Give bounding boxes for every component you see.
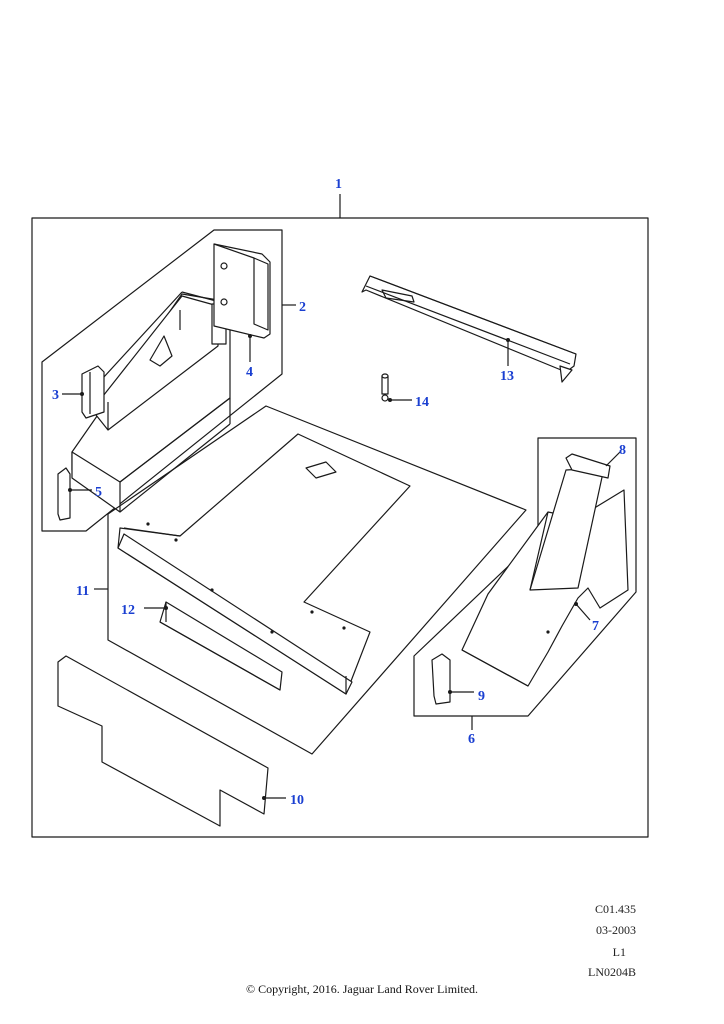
part-10-panel bbox=[57, 655, 269, 827]
callout-13[interactable]: 13 bbox=[500, 369, 514, 384]
part-12-strip bbox=[159, 601, 283, 691]
part-9-trim bbox=[431, 653, 451, 705]
callout-1[interactable]: 1 bbox=[335, 177, 342, 192]
reference-level: L1 bbox=[612, 945, 626, 959]
group-6-outline bbox=[413, 437, 637, 717]
callout-11[interactable]: 11 bbox=[76, 584, 89, 599]
callout-9[interactable]: 9 bbox=[478, 689, 485, 704]
callout-3[interactable]: 3 bbox=[52, 388, 59, 403]
part-14-bolt bbox=[381, 373, 389, 402]
part-5-trim bbox=[57, 467, 71, 521]
part-13-rail bbox=[361, 275, 577, 383]
callout-14[interactable]: 14 bbox=[415, 395, 429, 410]
copyright-notice: © Copyright, 2016. Jaguar Land Rover Lim… bbox=[245, 982, 479, 996]
leader-7 bbox=[575, 603, 591, 621]
part-11-floor bbox=[117, 433, 411, 695]
part-3-bracket bbox=[81, 365, 105, 419]
callout-7[interactable]: 7 bbox=[592, 619, 599, 634]
reference-date: 03-2003 bbox=[596, 923, 636, 937]
group-11-outline bbox=[107, 405, 527, 755]
callout-8[interactable]: 8 bbox=[619, 443, 626, 458]
callout-4[interactable]: 4 bbox=[246, 365, 253, 380]
callout-10[interactable]: 10 bbox=[290, 793, 304, 808]
callout-5[interactable]: 5 bbox=[95, 485, 102, 500]
part-7-arch bbox=[461, 467, 629, 687]
part-8-bracket bbox=[565, 453, 611, 479]
part-4-panel bbox=[213, 243, 271, 339]
reference-code: C01.435 bbox=[594, 902, 636, 916]
group-2-outline bbox=[41, 229, 283, 532]
callout-2[interactable]: 2 bbox=[299, 300, 306, 315]
leader-8 bbox=[605, 451, 621, 467]
callout-6[interactable]: 6 bbox=[468, 732, 475, 747]
illustration-number: LN0204B bbox=[588, 965, 636, 979]
callout-12[interactable]: 12 bbox=[121, 603, 135, 618]
